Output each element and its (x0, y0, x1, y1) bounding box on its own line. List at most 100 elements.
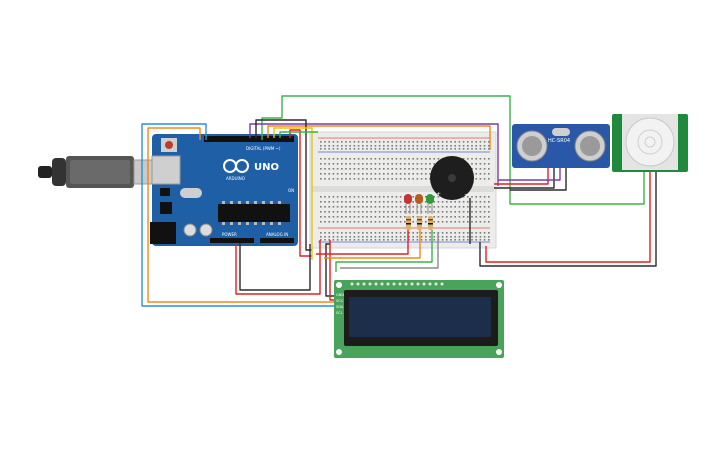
breadboard-hole (399, 178, 402, 180)
breadboard-hole (399, 196, 402, 198)
breadboard-hole (345, 141, 347, 143)
breadboard-hole (391, 211, 393, 213)
breadboard-hole (446, 216, 448, 218)
breadboard-hole (336, 221, 339, 223)
breadboard-hole (374, 239, 377, 241)
breadboard-hole (336, 145, 339, 147)
capacitor (199, 223, 213, 237)
breadboard-hole (383, 221, 385, 223)
breadboard-hole (475, 158, 477, 160)
breadboard-hole (387, 201, 389, 203)
breadboard-hole (328, 211, 330, 213)
breadboard-hole (349, 206, 351, 208)
breadboard-hole (483, 221, 486, 223)
breadboard-hole (479, 221, 482, 223)
breadboard-hole (416, 232, 419, 234)
wire-ultrasonic-4 (510, 168, 567, 191)
breadboard-hole (475, 163, 477, 165)
breadboard-hole (483, 148, 486, 150)
breadboard-hole (362, 236, 364, 238)
breadboard-hole (462, 216, 465, 218)
breadboard-hole (404, 211, 406, 213)
led-orange (415, 194, 423, 214)
breadboard-hole (404, 221, 406, 223)
breadboard-hole (454, 239, 456, 241)
breadboard-hole (395, 201, 398, 203)
breadboard-hole (433, 211, 435, 213)
breadboard-hole (349, 196, 351, 198)
breadboard-hole (429, 145, 431, 147)
breadboard-hole (425, 239, 427, 241)
lcd-pin-gnd: GND (336, 293, 344, 297)
breadboard-hole (353, 178, 356, 180)
breadboard-hole (374, 206, 377, 208)
breadboard-hole (471, 232, 473, 234)
breadboard-hole (374, 168, 377, 170)
breadboard-hole (462, 141, 465, 143)
breadboard-hole (391, 178, 393, 180)
breadboard-hole (488, 221, 490, 223)
breadboard-hole (425, 141, 427, 143)
breadboard-hole (433, 196, 435, 198)
breadboard-hole (446, 236, 448, 238)
breadboard-hole (341, 141, 343, 143)
breadboard-hole (366, 168, 368, 170)
breadboard-hole (387, 196, 389, 198)
breadboard-hole (399, 201, 402, 203)
breadboard-hole (378, 239, 381, 241)
wire-led-gray (340, 232, 439, 269)
breadboard-hole (387, 206, 389, 208)
breadboard-hole (467, 206, 469, 208)
breadboard-hole (353, 168, 356, 170)
breadboard-hole (341, 232, 343, 234)
breadboard-hole (479, 211, 482, 213)
breadboard-hole (475, 216, 477, 218)
breadboard-hole (425, 236, 427, 238)
board-model-label: UNO (254, 162, 279, 173)
breadboard-hole (336, 216, 339, 218)
breadboard-hole (483, 206, 486, 208)
breadboard-hole (471, 158, 473, 160)
breadboard-hole (425, 168, 427, 170)
breadboard-hole (332, 158, 335, 160)
breadboard-hole (387, 178, 389, 180)
breadboard-hole (441, 201, 444, 203)
breadboard-hole (353, 216, 356, 218)
usb-plug-body (52, 158, 66, 186)
breadboard-hole (324, 206, 326, 208)
breadboard-hole (441, 141, 444, 143)
breadboard-hole (366, 232, 368, 234)
breadboard-hole (416, 148, 419, 150)
breadboard-hole (357, 178, 360, 180)
breadboard-hole (383, 206, 385, 208)
breadboard-hole (488, 232, 490, 234)
breadboard-hole (450, 145, 452, 147)
breadboard-hole (408, 173, 410, 175)
breadboard-hole (349, 173, 351, 175)
breadboard-hole (483, 211, 486, 213)
breadboard-hole (383, 158, 385, 160)
breadboard-hole (471, 201, 473, 203)
ultrasonic-model-label: HC-SR04 (548, 138, 570, 144)
breadboard-hole (362, 201, 364, 203)
breadboard-hole (324, 145, 326, 147)
wire-orange-2 (267, 125, 491, 150)
breadboard-hole (370, 158, 372, 160)
breadboard-hole (387, 141, 389, 143)
breadboard-hole (387, 232, 389, 234)
breadboard-hole (391, 216, 393, 218)
breadboard-hole (441, 236, 444, 238)
breadboard-hole (462, 148, 465, 150)
wire-black-bottom (239, 243, 311, 291)
lcd-pin-scl: SCL (336, 311, 343, 315)
breadboard-hole (324, 239, 326, 241)
breadboard-hole (429, 148, 431, 150)
breadboard-hole (387, 163, 389, 165)
breadboard-hole (425, 206, 427, 208)
breadboard-hole (324, 158, 326, 160)
breadboard-hole (488, 173, 490, 175)
breadboard-hole (454, 221, 456, 223)
breadboard-hole (353, 196, 356, 198)
breadboard-hole (441, 221, 444, 223)
breadboard-hole (479, 141, 482, 143)
